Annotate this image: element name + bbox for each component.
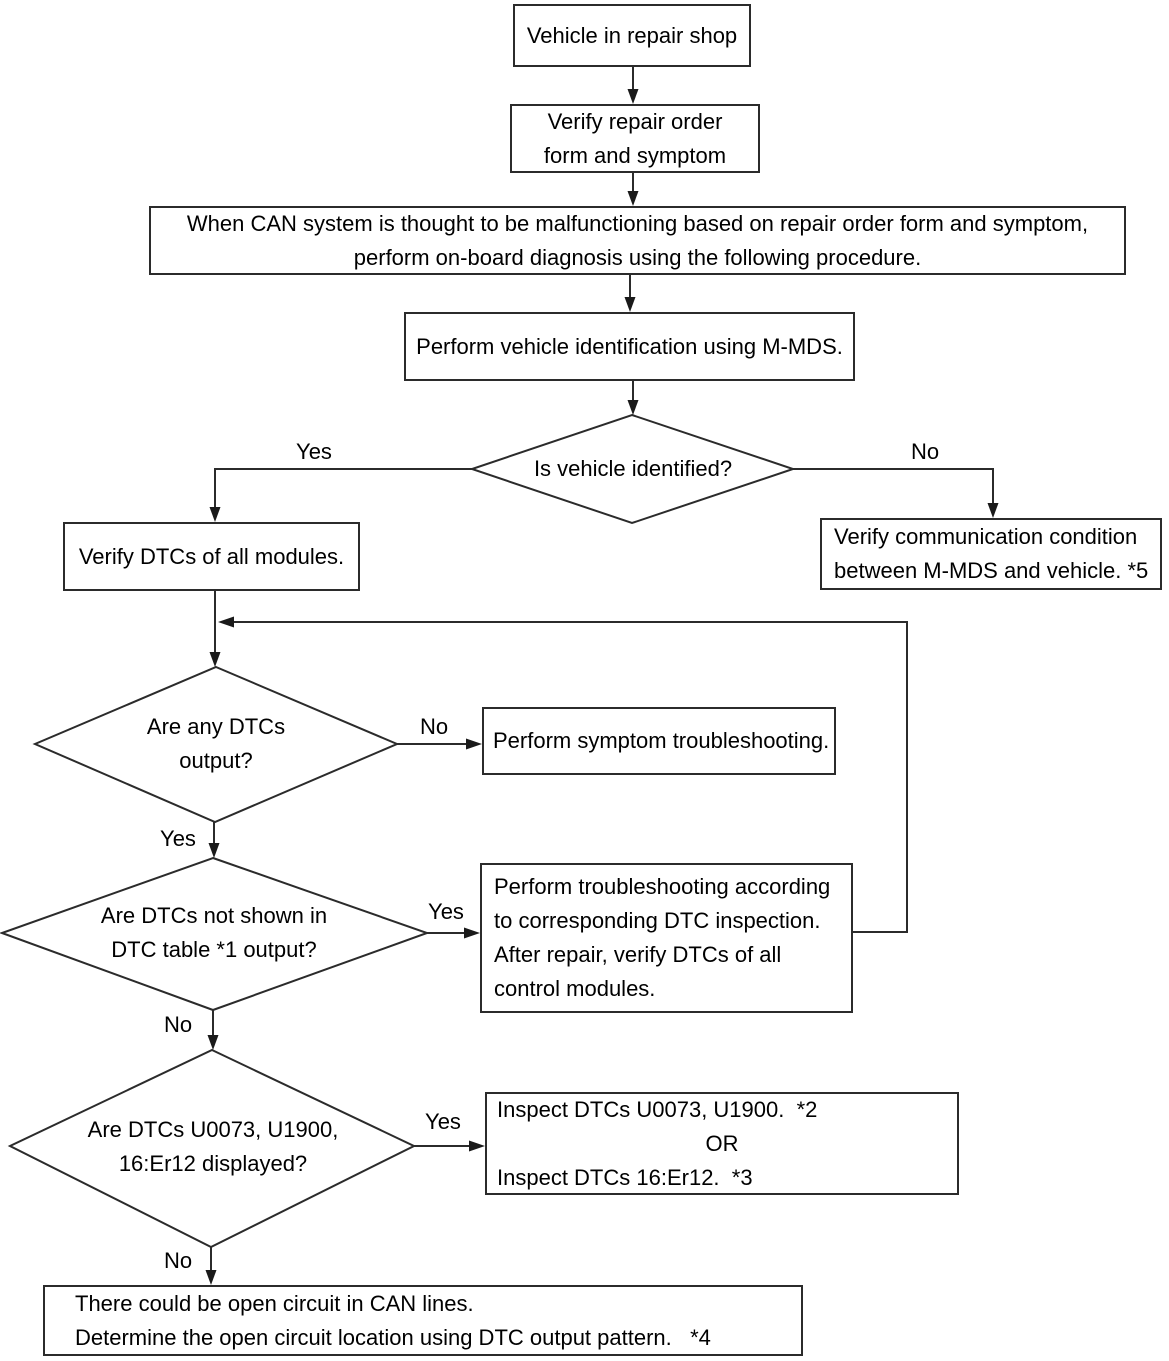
decision-are-any-dtcs-output-text: Are any DTCs output? [146, 714, 286, 773]
process-box-verify-dtcs-all-modules: Verify DTCs of all modules. [63, 522, 360, 591]
process-box-perform-troubleshooting-dtc-text: Perform troubleshooting according to cor… [494, 874, 831, 1001]
arrowhead-shop-to-order [627, 89, 639, 104]
arrowhead-anydtcs-yes [208, 843, 220, 858]
arrowhead-anydtcs-no [466, 738, 482, 750]
process-box-verify-repair-order-text: Verify repair order form and symptom [543, 108, 727, 168]
arrowhead-verifydtcs-to-anydtcs [209, 652, 221, 667]
arrowhead-u0073-yes [469, 1140, 485, 1152]
arrowhead-identified-yes [209, 507, 221, 522]
branch-label-not-shown-no: No [163, 1012, 193, 1037]
arrowhead-u0073-no [205, 1270, 217, 1285]
branch-label-u0073-yes: Yes [425, 1109, 461, 1134]
process-box-open-circuit-text: There could be open circuit in CAN lines… [75, 1290, 711, 1350]
arrowhead-identified-no [987, 503, 999, 518]
process-box-open-circuit: There could be open circuit in CAN lines… [43, 1285, 803, 1356]
decision-are-dtcs-not-shown-text: Are DTCs not shown in DTC table *1 outpu… [100, 903, 328, 962]
branch-label-u0073-no: No [163, 1248, 193, 1273]
decision-are-any-dtcs-output-diamond [32, 665, 400, 824]
process-box-inspect-dtcs-line3: Inspect DTCs 16:Er12. *3 [497, 1164, 753, 1190]
process-box-vehicle-in-repair-shop: Vehicle in repair shop [513, 4, 751, 67]
decision-are-dtcs-not-shown-diamond [0, 856, 430, 1012]
branch-label-not-shown-yes: Yes [428, 899, 464, 924]
process-box-inspect-dtcs-line1: Inspect DTCs U0073, U1900. *2 [497, 1096, 818, 1122]
branch-label-any-dtcs-yes: Yes [160, 826, 196, 851]
process-box-perform-troubleshooting-dtc: Perform troubleshooting according to cor… [480, 863, 853, 1013]
decision-is-vehicle-identified-text: Is vehicle identified? [533, 456, 733, 481]
process-box-perform-vehicle-identification: Perform vehicle identification using M-M… [404, 312, 855, 381]
arrowhead-notshown-yes [464, 927, 480, 939]
arrowhead-order-to-can [627, 191, 639, 206]
process-box-verify-dtcs-all-modules-text: Verify DTCs of all modules. [78, 543, 345, 569]
decision-are-dtcs-u0073-diamond [7, 1048, 417, 1249]
branch-label-any-dtcs-no: No [419, 714, 449, 739]
connector-identified-no [793, 468, 994, 504]
process-box-inspect-dtcs: Inspect DTCs U0073, U1900. *2 OR Inspect… [485, 1092, 959, 1195]
process-box-perform-symptom-troubleshooting: Perform symptom troubleshooting. [482, 707, 836, 775]
process-box-perform-vehicle-identification-text: Perform vehicle identification using M-M… [416, 333, 843, 359]
connector-feedback-loop [234, 621, 908, 933]
process-box-inspect-dtcs-or: OR [705, 1130, 739, 1156]
process-box-verify-communication-condition: Verify communication condition between M… [820, 518, 1162, 590]
process-box-verify-communication-condition-text: Verify communication condition between M… [834, 524, 1149, 583]
process-box-vehicle-in-repair-shop-text: Vehicle in repair shop [526, 22, 738, 48]
decision-is-vehicle-identified-diamond [468, 413, 797, 525]
process-box-perform-symptom-troubleshooting-text: Perform symptom troubleshooting. [493, 728, 830, 753]
process-box-verify-repair-order: Verify repair order form and symptom [510, 104, 760, 173]
arrowhead-feedback-loop [218, 616, 234, 628]
arrowhead-notshown-no [207, 1035, 219, 1050]
process-box-when-can-system: When CAN system is thought to be malfunc… [149, 206, 1126, 275]
arrowhead-can-to-identification [624, 297, 636, 312]
process-box-when-can-system-text: When CAN system is thought to be malfunc… [186, 210, 1089, 270]
connector-identified-yes [214, 468, 472, 508]
decision-are-dtcs-u0073-text: Are DTCs U0073, U1900, 16:Er12 displayed… [87, 1117, 339, 1176]
arrowhead-identification-to-decision [627, 400, 639, 415]
branch-label-identified-no: No [910, 439, 940, 464]
branch-label-identified-yes: Yes [296, 439, 332, 464]
